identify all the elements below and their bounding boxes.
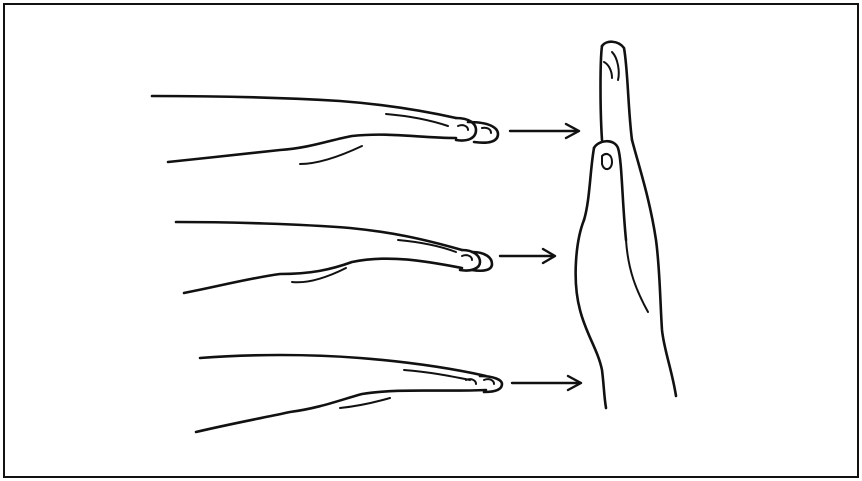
arrow-right-1 [510, 124, 579, 138]
hand-fingertips-1 [152, 96, 498, 164]
arrow-right-3 [512, 376, 581, 390]
hand-fingertips-2 [176, 222, 492, 293]
hand-fingertips-3 [196, 355, 502, 432]
arrow-right-2 [500, 249, 555, 263]
upright-hand-palm [576, 42, 676, 408]
